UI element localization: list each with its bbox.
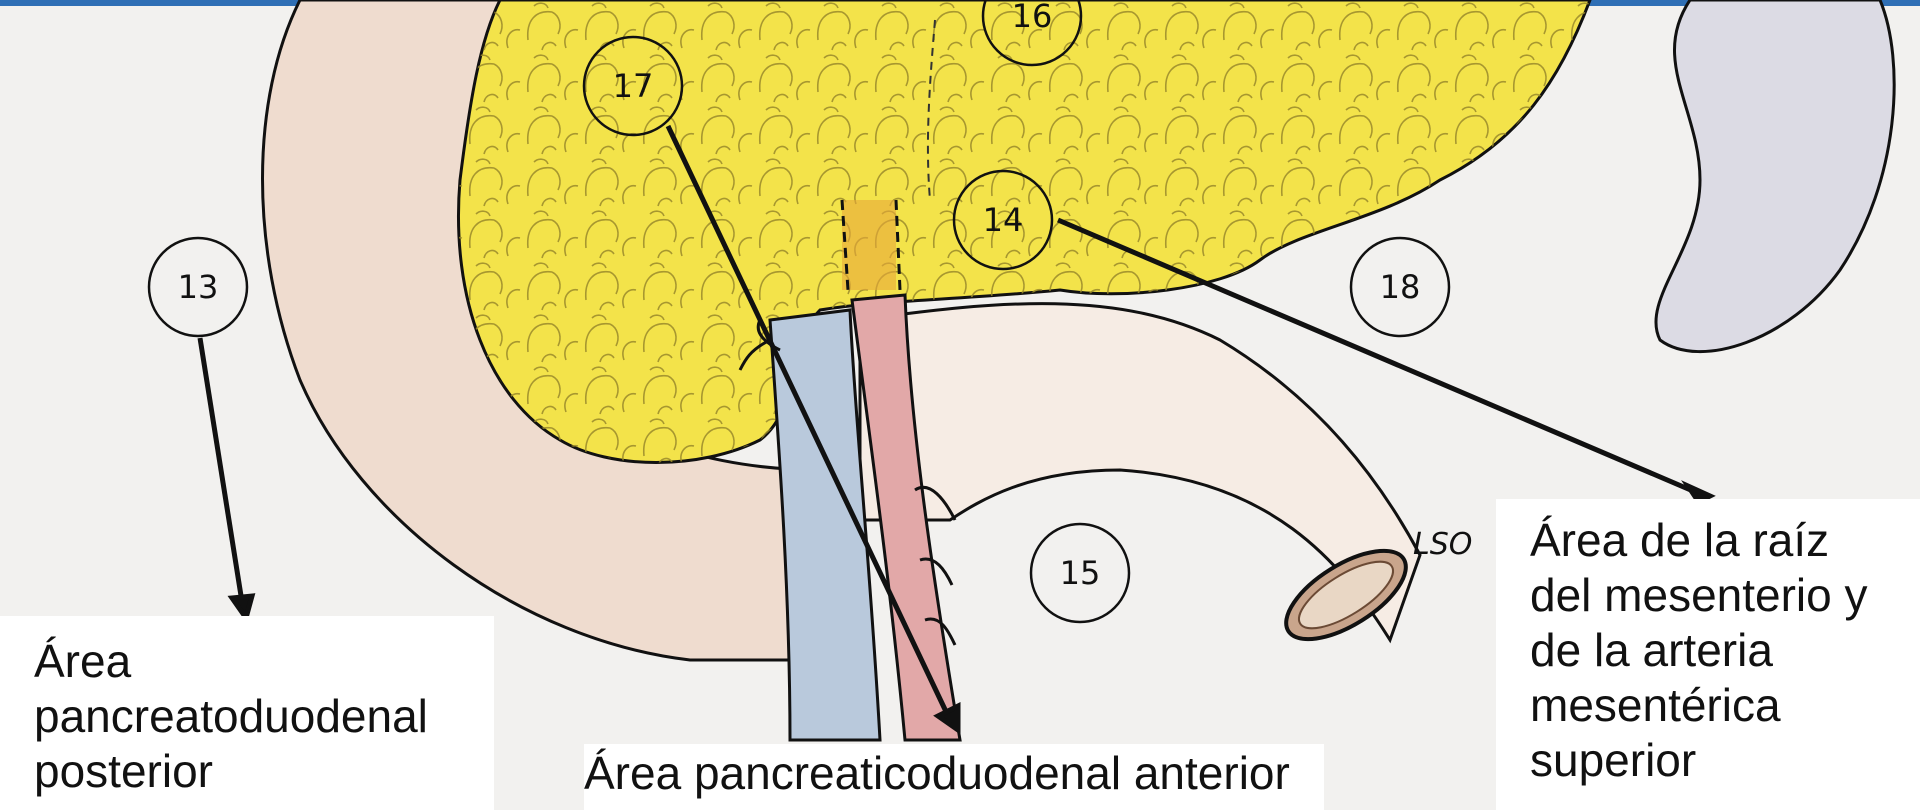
mesenterio-label-line-1: Área de la raíz [1530,513,1920,568]
spleen-shape [1656,0,1894,352]
posterior-label-line-1: Área [34,634,494,689]
mesenterio-label-line-4: mesentérica [1530,678,1920,733]
marker-16-label: 16 [1012,0,1053,35]
marker-18: 18 [1351,238,1449,336]
arrow-13 [200,338,242,602]
posterior-label-line-2: pancreatoduodenal [34,689,494,744]
marker-13: 13 [149,238,247,336]
marker-15: 15 [1031,524,1129,622]
anterior-label-line: Área pancreaticoduodenal anterior [584,746,1324,801]
lso-label: LSO [1413,527,1472,562]
mesenterio-label-line-5: superior [1530,733,1920,788]
mesenteric-root-area-label: Área de la raíz del mesenterio y de la a… [1496,499,1920,810]
marker-13-label: 13 [178,268,219,306]
posterior-area-label: Área pancreatoduodenal posterior [0,616,494,810]
anterior-area-label: Área pancreaticoduodenal anterior [584,744,1324,810]
marker-15-label: 15 [1060,554,1101,592]
marker-14-label: 14 [983,201,1024,239]
mesenterio-label-line-2: del mesenterio y [1530,568,1920,623]
posterior-label-line-3: posterior [34,744,494,799]
marker-17-label: 17 [613,67,654,105]
marker-18-label: 18 [1380,268,1421,306]
mesenterio-label-line-3: de la arteria [1530,623,1920,678]
arrow-13-head [232,596,252,618]
vessel-tunnel-shade [842,200,896,290]
